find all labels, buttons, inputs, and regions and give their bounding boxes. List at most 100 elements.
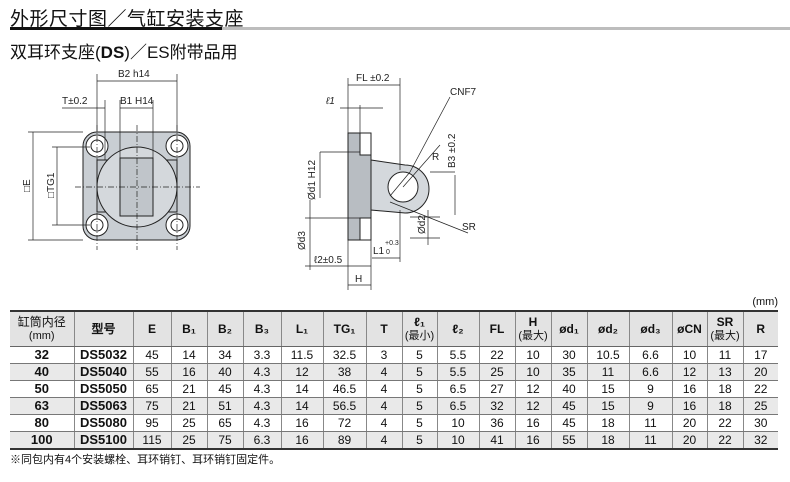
title-underline-gray [222, 27, 790, 30]
table-cell: 51 [206, 397, 244, 415]
table-cell: 40 [10, 363, 75, 381]
table-cell: 4.3 [242, 380, 282, 398]
l1-tol-upper: +0.3 [385, 240, 399, 247]
table-cell: 3 [365, 346, 403, 364]
column-header-label: L₁ [295, 322, 309, 336]
table-cell: 5 [401, 414, 438, 432]
column-header: R [742, 310, 778, 347]
b3-dimension-label: B3 ±0.2 [447, 133, 458, 168]
column-header-sublabel: (最大) [710, 330, 740, 342]
table-cell: 14 [280, 380, 324, 398]
table-cell: 6.6 [628, 346, 673, 364]
unit-label: (mm) [752, 296, 778, 308]
table-cell: 72 [322, 414, 367, 432]
table-cell: 30 [550, 346, 588, 364]
table-cell: 4.3 [242, 363, 282, 381]
l1-dimension-label: ℓ1 [325, 96, 335, 107]
table-cell: 20 [742, 363, 778, 381]
title-underline [10, 27, 222, 30]
table-cell: DS5050 [73, 380, 134, 398]
table-cell: 20 [671, 431, 708, 450]
table-cell: 75 [206, 431, 244, 450]
tg1-dimension-label: □TG1 [46, 172, 57, 198]
column-header-label: TG₁ [333, 322, 356, 336]
subtitle-model: DS [100, 43, 125, 62]
d1-dimension-label: Ød1 H12 [307, 160, 318, 200]
column-header: ød₁ [550, 310, 588, 347]
column-header-label: ød₁ [559, 322, 579, 336]
table-cell: 11 [706, 346, 744, 364]
e-dimension-label: □E [22, 179, 33, 192]
column-header: SR(最大) [706, 310, 744, 347]
l1-tol-label: L1 [373, 246, 385, 257]
section-subtitle: 双耳环支座(DS)／ES附带品用 [10, 38, 238, 63]
table-cell: 40 [206, 363, 244, 381]
column-header: ød₂ [586, 310, 630, 347]
table-cell: 50 [10, 380, 75, 398]
footnote: ※同包内有4个安装螺栓、耳环销钉、耳环销钉固定件。 [10, 454, 281, 466]
table-cell: 9 [628, 397, 673, 415]
table-cell: 16 [280, 431, 324, 450]
table-cell: 18 [706, 380, 744, 398]
table-cell: 4 [365, 380, 403, 398]
column-header: E [132, 310, 172, 347]
table-cell: 4 [365, 414, 403, 432]
fl-dimension-label: FL ±0.2 [356, 73, 390, 84]
table-cell: 10 [671, 346, 708, 364]
column-header: B₁ [170, 310, 208, 347]
column-header: H(最大) [514, 310, 552, 347]
column-header-label: B₂ [218, 322, 232, 336]
table-cell: 11 [628, 414, 673, 432]
b2-dimension-label: B2 h14 [118, 69, 150, 80]
side-view-drawing [305, 78, 469, 290]
column-header-label: ℓ₂ [452, 322, 464, 336]
column-header-label: ød₃ [640, 322, 661, 336]
table-cell: 25 [170, 414, 208, 432]
r-label: R [432, 152, 439, 163]
column-header: FL [478, 310, 516, 347]
table-cell: 5 [401, 397, 438, 415]
column-header-label: FL [489, 322, 505, 336]
column-header: B₃ [242, 310, 282, 347]
table-cell: 18 [586, 431, 630, 450]
table-cell: 4.3 [242, 414, 282, 432]
column-header: 缸筒内径(mm) [10, 310, 75, 347]
table-cell: 10 [436, 431, 480, 450]
table-cell: 11.5 [280, 346, 324, 364]
column-header-label: øCN [677, 322, 702, 336]
column-header-label: T [380, 322, 388, 336]
column-header: T [365, 310, 403, 347]
l2-dimension-label: ℓ2±0.5 [314, 255, 343, 266]
table-cell: 40 [550, 380, 588, 398]
table-cell: 25 [478, 363, 516, 381]
table-cell: 6.5 [436, 380, 480, 398]
table-cell: 16 [170, 363, 208, 381]
table-cell: 6.5 [436, 397, 480, 415]
column-header: 型号 [73, 310, 134, 347]
table-cell: 14 [280, 397, 324, 415]
column-header: L₁ [280, 310, 324, 347]
table-cell: 10 [436, 414, 480, 432]
table-cell: 6.3 [242, 431, 282, 450]
table-cell: 34 [206, 346, 244, 364]
column-header: øCN [671, 310, 708, 347]
table-cell: 55 [132, 363, 172, 381]
table-cell: 5.5 [436, 363, 480, 381]
table-cell: 41 [478, 431, 516, 450]
table-cell: 18 [586, 414, 630, 432]
table-cell: 45 [132, 346, 172, 364]
table-cell: 89 [322, 431, 367, 450]
table-cell: 4 [365, 363, 403, 381]
table-cell: 16 [671, 397, 708, 415]
table-cell: 30 [742, 414, 778, 432]
dimension-drawings: B2 h14 B1 H14 T±0.2 □E □TG1 FL ±0.2 ℓ1 [22, 69, 477, 290]
table-cell: 22 [742, 380, 778, 398]
column-header-label: B₃ [254, 322, 270, 336]
table-cell: 17 [742, 346, 778, 364]
column-header-label: ød₂ [598, 322, 618, 336]
table-cell: 12 [280, 363, 324, 381]
table-cell: DS5080 [73, 414, 134, 432]
